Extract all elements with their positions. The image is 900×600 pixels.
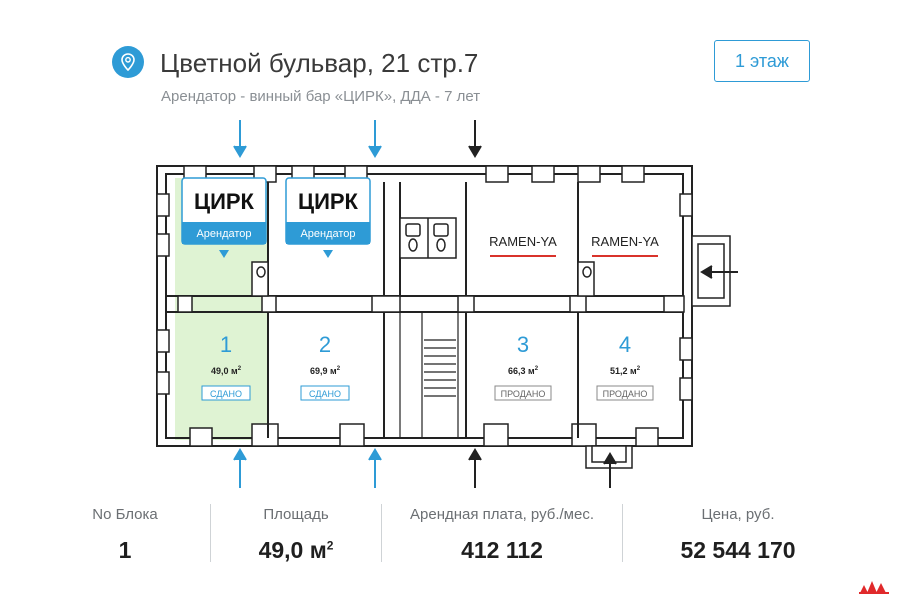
- windows-side: [156, 193, 693, 401]
- stat-price-label: Цена, руб.: [701, 506, 775, 523]
- brand-logo-icon: [859, 581, 889, 594]
- tenant-badge-1: Арендатор: [196, 228, 251, 240]
- stat-rent-value: 412 112: [461, 537, 543, 563]
- unit-number: 1: [220, 332, 232, 357]
- unit-area: 69,9: [310, 366, 328, 376]
- entrance-arrows: [233, 120, 738, 488]
- svg-text:51,2 м2: 51,2 м2: [610, 366, 641, 376]
- tenant-logo-1: ЦИРК: [194, 189, 255, 214]
- status-badge: СДАНО: [309, 389, 341, 399]
- svg-text:49,0 м2: 49,0 м2: [211, 366, 242, 376]
- tenant-logo-2: ЦИРК: [298, 189, 359, 214]
- unit-area-unit: м: [231, 366, 238, 376]
- unit-1[interactable]: 1 49,0 м2 СДАНО: [201, 332, 251, 401]
- unit-number: 2: [319, 332, 331, 357]
- stat-block: No Блока 1: [40, 500, 210, 564]
- stat-area: Площадь 49,0 м2: [211, 500, 381, 564]
- staircase: [399, 311, 459, 439]
- divider: [381, 504, 382, 562]
- unit-area: 49,0: [211, 366, 229, 376]
- page-subtitle: Арендатор - винный бар «ЦИРК», ДДА - 7 л…: [161, 88, 481, 105]
- status-badge: ПРОДАНО: [603, 389, 648, 399]
- header: Цветной бульвар, 21 стр.7 Арендатор - ви…: [112, 44, 712, 114]
- floor-plan: ЦИРК Арендатор ЦИРК Арендатор RAMEN-YA R…: [156, 120, 738, 488]
- tenant-card-1[interactable]: ЦИРК Арендатор: [181, 177, 267, 258]
- unit-area: 51,2: [610, 366, 628, 376]
- status-badge: СДАНО: [210, 389, 242, 399]
- windows-bottom: [189, 423, 659, 447]
- unit-2[interactable]: 2 69,9 м2 СДАНО: [300, 332, 350, 401]
- unit-number: 3: [517, 332, 529, 357]
- columns: [177, 295, 685, 313]
- unit-area-sup: 2: [337, 366, 341, 372]
- stat-rent: Арендная плата, руб./мес. 412 112: [382, 500, 622, 564]
- map-pin-icon: [112, 46, 144, 78]
- svg-text:69,9 м2: 69,9 м2: [310, 366, 341, 376]
- stat-price-value: 52 544 170: [680, 537, 796, 563]
- divider: [210, 504, 211, 562]
- stat-price: Цена, руб. 52 544 170: [623, 500, 853, 564]
- stat-block-label: No Блока: [92, 506, 158, 523]
- restrooms: [251, 217, 595, 297]
- floor-selector-button[interactable]: 1 этаж: [714, 40, 810, 82]
- ramen-label-2: RAMEN-YA: [591, 234, 659, 249]
- status-badge: ПРОДАНО: [501, 389, 546, 399]
- unit-area-unit: м: [528, 366, 535, 376]
- svg-text:66,3 м2: 66,3 м2: [508, 366, 539, 376]
- unit-area-unit: м: [330, 366, 337, 376]
- stat-block-value: 1: [118, 537, 132, 563]
- unit-area-sup: 2: [238, 366, 242, 372]
- unit-3[interactable]: 3 66,3 м2 ПРОДАНО: [494, 332, 552, 401]
- unit-area-sup: 2: [637, 366, 641, 372]
- tenant-badge-2: Арендатор: [300, 228, 355, 240]
- stat-rent-label: Арендная плата, руб./мес.: [410, 506, 594, 523]
- unit-area-unit: м: [630, 366, 637, 376]
- unit-4[interactable]: 4 51,2 м2 ПРОДАНО: [596, 332, 654, 401]
- page-title: Цветной бульвар, 21 стр.7: [160, 48, 479, 78]
- stat-area-label: Площадь: [263, 506, 329, 523]
- unit-number: 4: [619, 332, 631, 357]
- unit-area: 66,3: [508, 366, 526, 376]
- divider: [622, 504, 623, 562]
- tenant-card-2[interactable]: ЦИРК Арендатор: [285, 177, 371, 258]
- stat-area-sup: 2: [326, 538, 334, 553]
- ramen-label-1: RAMEN-YA: [489, 234, 557, 249]
- unit-area-sup: 2: [535, 366, 539, 372]
- stat-area-value: 49,0 м2: [258, 537, 334, 563]
- unit-stats: No Блока 1 Площадь 49,0 м2 Арендная плат…: [40, 500, 860, 564]
